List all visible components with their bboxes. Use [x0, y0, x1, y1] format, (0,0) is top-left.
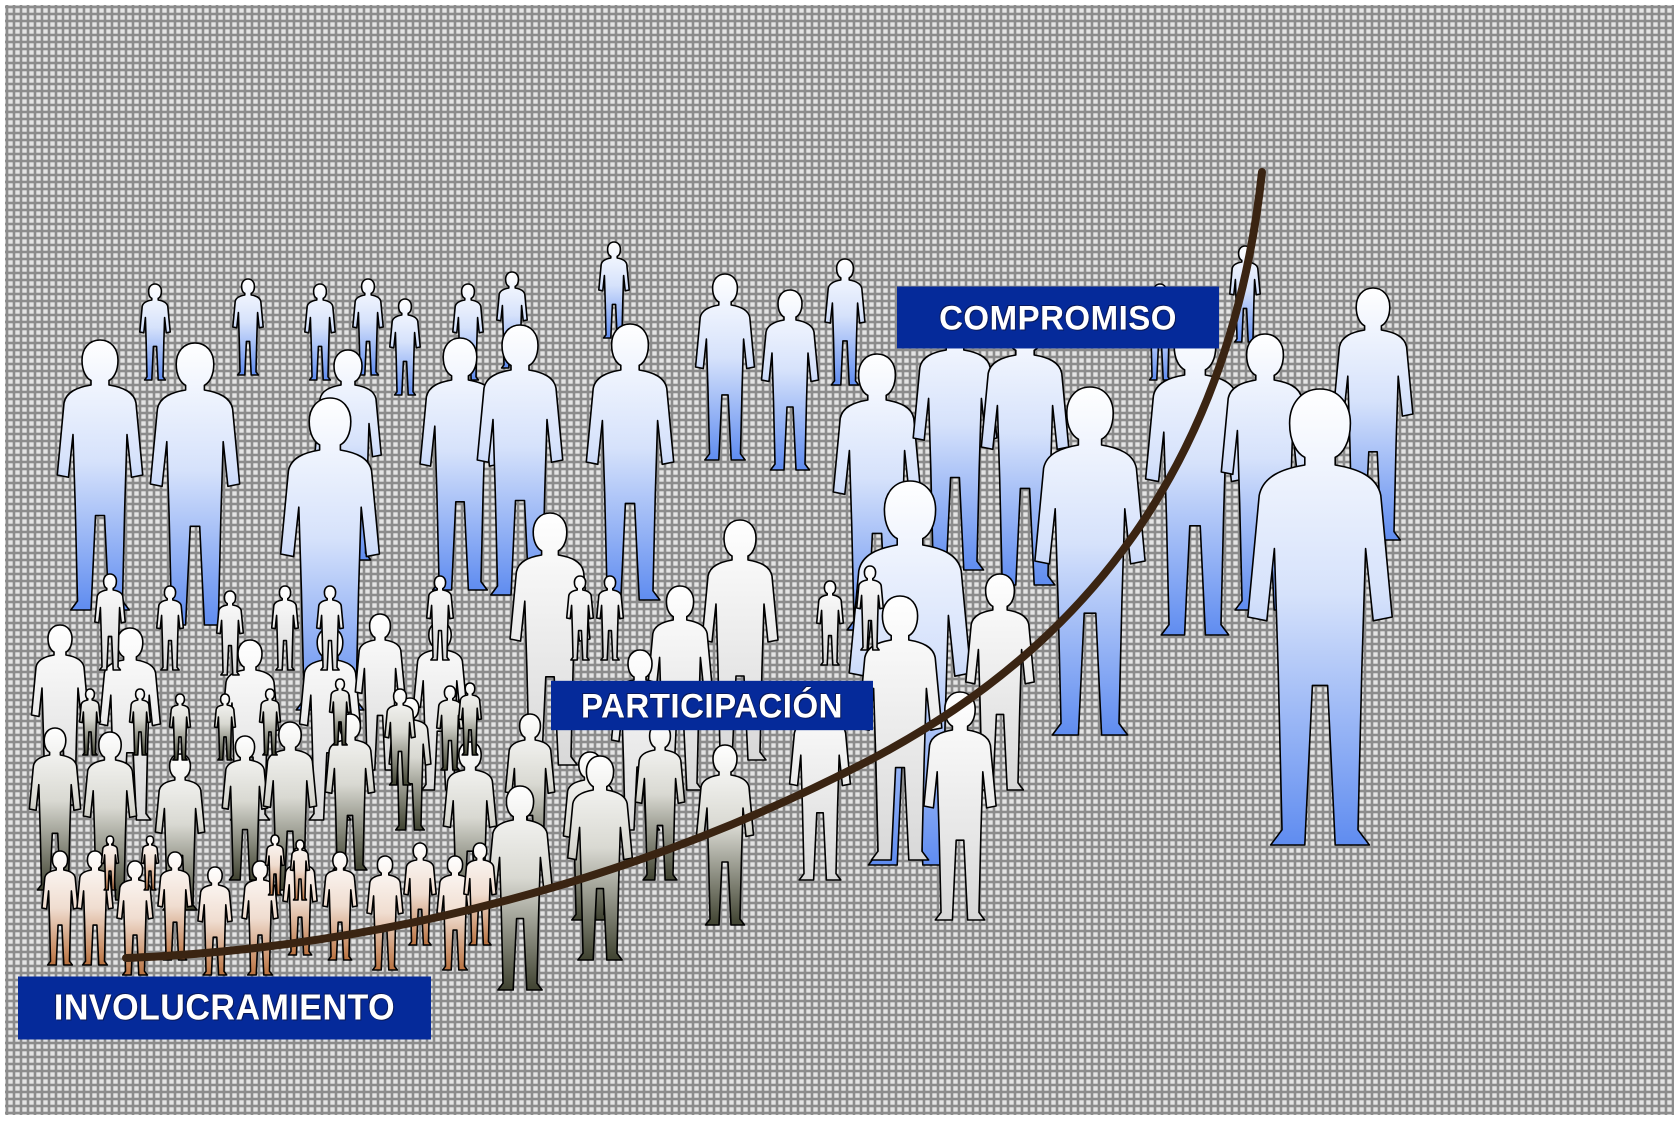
- growth-curve-arrow: [122, 168, 1266, 962]
- label-participacion: PARTICIPACIÓN: [551, 680, 873, 731]
- label-involucramiento: INVOLUCRAMIENTO: [18, 976, 431, 1040]
- label-compromiso: COMPROMISO: [897, 286, 1219, 349]
- grid-background: [5, 5, 1674, 1115]
